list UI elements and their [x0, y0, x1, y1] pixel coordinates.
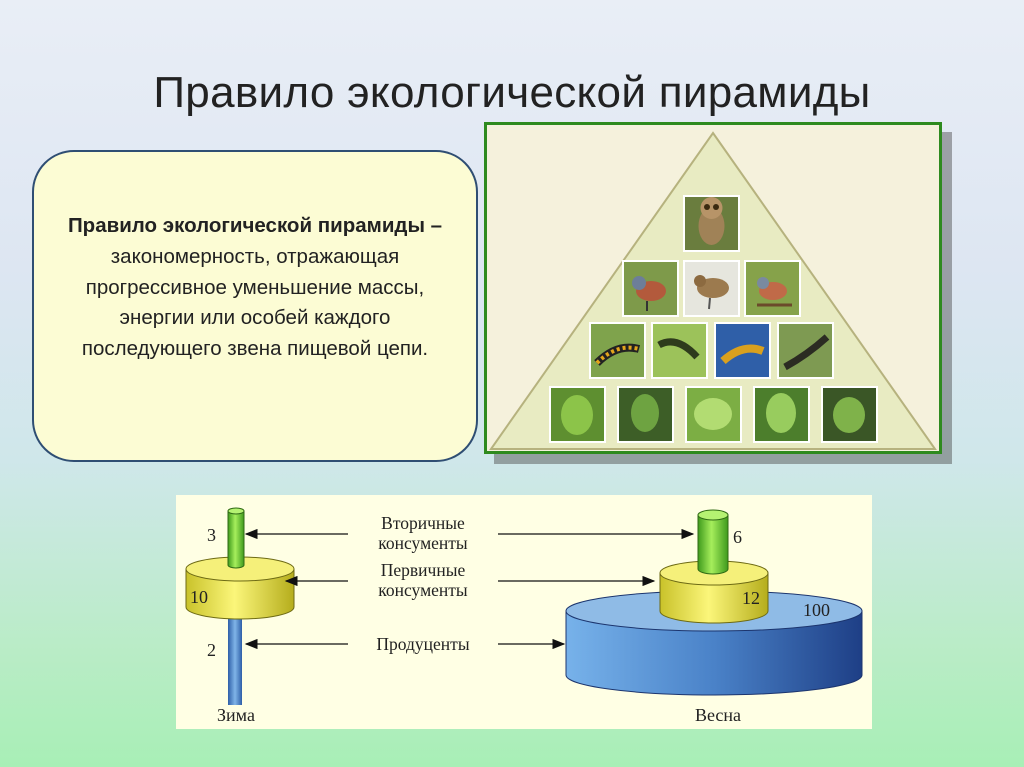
definition-body: закономерность, отражающая прогрессивное… [81, 244, 429, 361]
label-primary-consumers-line1: Первичные [381, 560, 466, 580]
photo-caterpillar [714, 322, 771, 379]
label-primary-consumers-line2: консументы [378, 580, 468, 600]
spring-primary-value: 12 [742, 588, 760, 608]
winter-primary-value: 10 [190, 587, 208, 607]
label-secondary-consumers-line1: Вторичные [381, 513, 465, 533]
label-producers: Продуценты [376, 634, 469, 654]
photo-leaf [821, 386, 878, 443]
winter-secondary-cylinder [227, 510, 245, 569]
label-secondary-consumers-line2: консументы [378, 533, 468, 553]
winter-season-label: Зима [217, 705, 255, 725]
photo-leaf [685, 386, 742, 443]
photo-finch [744, 260, 801, 317]
photo-leaf [549, 386, 606, 443]
biomass-seasons-diagram: Вторичные консументы Первичные консумент… [176, 495, 872, 729]
photo-sparrow [683, 260, 740, 317]
photo-finch [622, 260, 679, 317]
arrows [244, 528, 695, 650]
winter-producers-value: 2 [207, 640, 216, 660]
winter-producers-bar [228, 613, 242, 705]
winter-primary-disk [185, 568, 295, 620]
photo-owl [683, 195, 740, 252]
spring-secondary-value: 6 [733, 527, 742, 547]
spring-secondary-cylinder [697, 514, 729, 575]
slide-title: Правило экологической пирамиды [153, 68, 871, 117]
spring-season-label: Весна [695, 705, 741, 725]
spring-pyramid [565, 509, 863, 696]
winter-secondary-value: 3 [207, 525, 216, 545]
definition-term: Правило экологической пирамиды – [67, 214, 443, 238]
photo-leaf [753, 386, 810, 443]
spring-producers-value: 100 [803, 600, 830, 620]
winter-pyramid [185, 507, 295, 705]
ecological-pyramid-image [484, 122, 942, 454]
photo-caterpillar [651, 322, 708, 379]
spring-producers-disk [565, 610, 863, 696]
photo-caterpillar [777, 322, 834, 379]
spring-primary-disk [659, 572, 769, 624]
definition-box: Правило экологической пирамиды – законом… [32, 150, 478, 462]
photo-leaf [617, 386, 674, 443]
definition-text: Правило экологической пирамиды – законом… [60, 211, 450, 365]
photo-caterpillar [589, 322, 646, 379]
